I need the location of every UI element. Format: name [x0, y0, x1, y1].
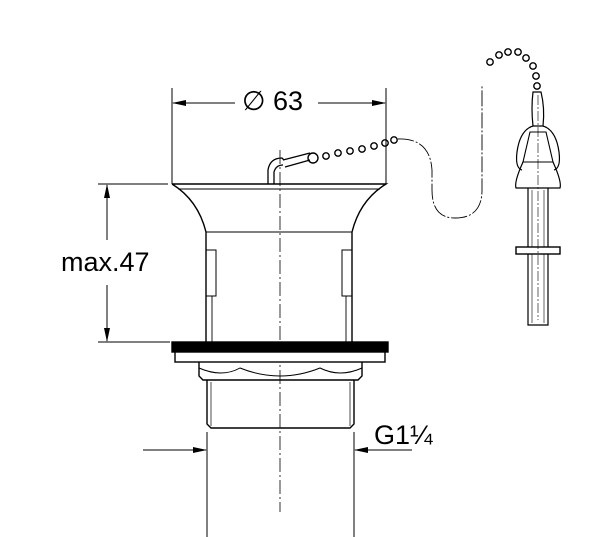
- stopper-plug: [515, 91, 561, 326]
- diameter-label: ∅ 63: [242, 86, 304, 116]
- chain: [267, 48, 541, 219]
- height-dimension: [98, 183, 170, 343]
- thread-dimension: [143, 432, 412, 537]
- thread-body: [206, 380, 355, 429]
- strainer-body: [171, 183, 389, 342]
- lock-nut: [198, 362, 363, 381]
- thread-label: G1¼: [374, 420, 433, 450]
- diameter-dimension: [171, 88, 387, 184]
- flange: [171, 341, 389, 363]
- height-label: max.47: [61, 247, 150, 278]
